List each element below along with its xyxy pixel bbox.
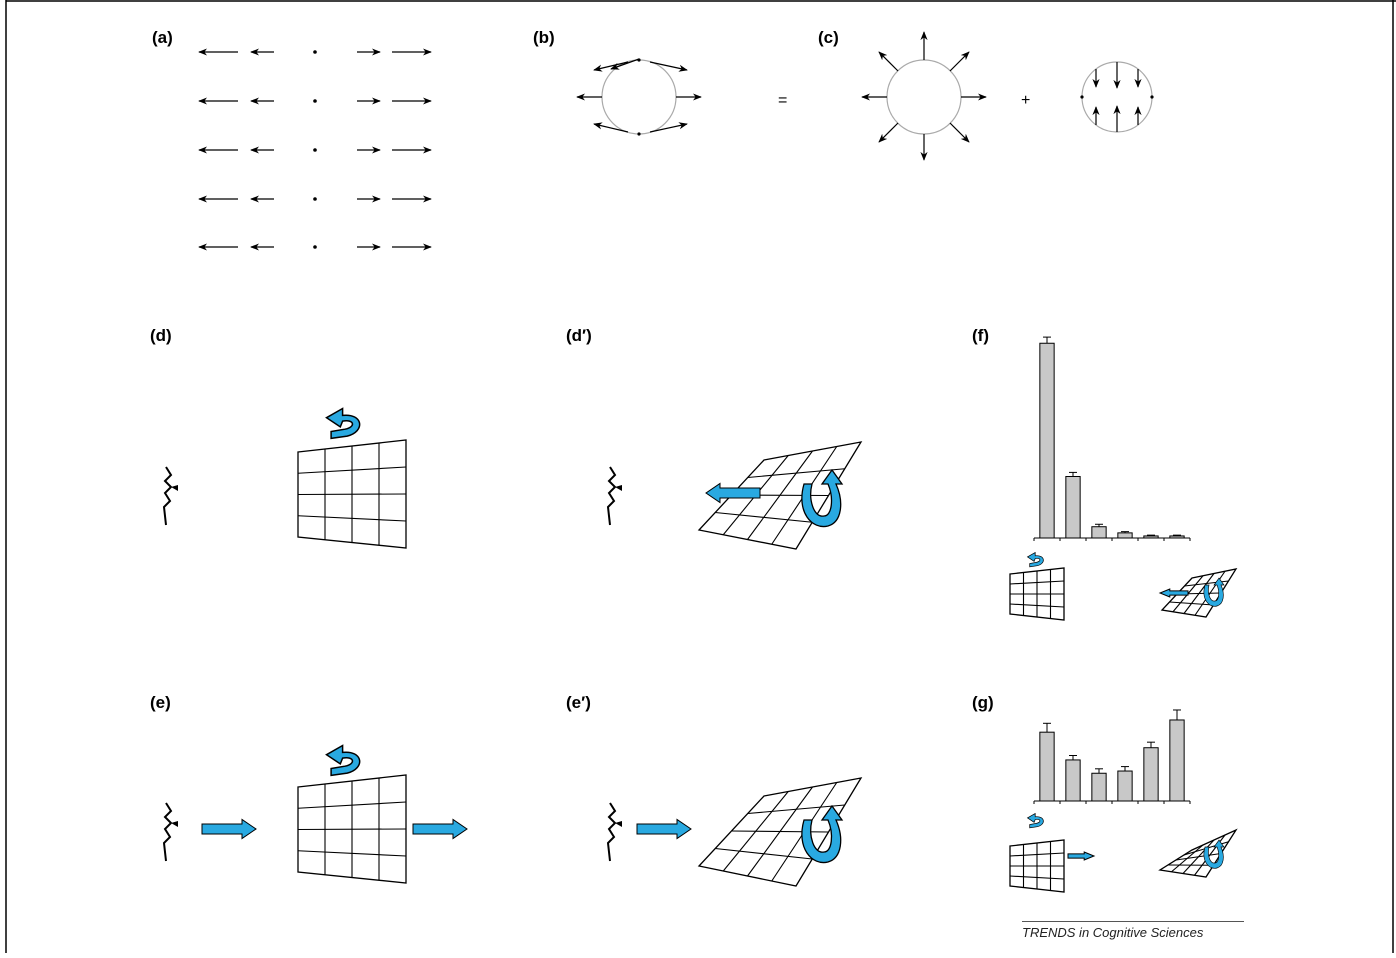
curved-rotation-arrow-icon xyxy=(1028,814,1044,828)
center-dot xyxy=(313,245,317,249)
grid-plane-icon xyxy=(1010,840,1064,892)
bar xyxy=(1144,748,1158,801)
bar xyxy=(1118,771,1132,801)
bar xyxy=(1144,536,1158,538)
curved-rotation-arrow-icon xyxy=(327,409,360,439)
center-dot xyxy=(313,197,317,201)
flow-circle-c-expansion xyxy=(862,32,986,160)
bar xyxy=(1170,720,1184,801)
center-dot xyxy=(313,50,317,54)
blue-block-arrow-icon xyxy=(637,820,691,839)
center-dot xyxy=(313,99,317,103)
grid-line xyxy=(298,829,406,830)
grid-plane-icon xyxy=(298,775,406,883)
rotation-arrow-shape xyxy=(327,409,360,439)
circle-c1 xyxy=(887,60,961,134)
panel-label-e: (e) xyxy=(150,693,171,713)
arrow-icon xyxy=(879,123,898,142)
bar xyxy=(1092,527,1106,538)
arrow-icon xyxy=(650,62,687,70)
panel-label-f: (f) xyxy=(972,326,989,346)
panel-label-g: (g) xyxy=(972,693,994,713)
arrow-icon xyxy=(594,124,628,132)
panel-label-b: (b) xyxy=(533,28,555,48)
curved-rotation-arrow-icon xyxy=(327,746,360,776)
panel-label-e-prime: (e′) xyxy=(566,693,591,713)
bar xyxy=(1170,536,1184,538)
blue-block-arrow-icon xyxy=(1068,852,1094,860)
panel-label-d: (d) xyxy=(150,326,172,346)
bar xyxy=(1092,773,1106,801)
bar xyxy=(1040,732,1054,801)
observer-face-icon xyxy=(608,467,622,525)
equals-sign: = xyxy=(778,92,787,110)
observer-face-icon xyxy=(164,467,178,525)
bar xyxy=(1066,760,1080,801)
flow-circle-b xyxy=(577,58,701,135)
blue-block-arrow-icon xyxy=(413,820,467,839)
arrow-icon xyxy=(879,52,898,71)
flow-circle-c-deformation xyxy=(1080,62,1153,132)
credit-rule xyxy=(1022,921,1244,922)
observer-face-icon xyxy=(164,803,178,861)
bar xyxy=(1118,533,1132,538)
grid-plane-icon xyxy=(298,440,406,548)
grid-plane-icon xyxy=(1010,568,1064,620)
bar xyxy=(1066,477,1080,539)
plus-sign: + xyxy=(1021,92,1030,110)
observer-face-icon xyxy=(608,803,622,861)
flow-field-a xyxy=(199,50,431,249)
panel-label-d-prime: (d′) xyxy=(566,326,592,346)
arrow-icon xyxy=(950,52,969,71)
bar xyxy=(1040,343,1054,538)
curved-rotation-arrow-icon xyxy=(1028,553,1044,567)
blue-block-arrow-icon xyxy=(202,820,256,839)
rotation-arrow-shape xyxy=(1028,814,1044,828)
circle-b xyxy=(602,60,676,134)
panel-label-c: (c) xyxy=(818,28,839,48)
rotation-arrow-shape xyxy=(1028,553,1044,567)
panel-label-a: (a) xyxy=(152,28,173,48)
arrow-icon xyxy=(650,124,687,132)
arrow-icon xyxy=(950,123,969,142)
center-dot xyxy=(313,148,317,152)
grid-plane-icon xyxy=(1160,830,1236,877)
credit-text: TRENDS in Cognitive Sciences xyxy=(1022,925,1203,940)
rotation-arrow-shape xyxy=(327,746,360,776)
bar-chart-f xyxy=(1034,337,1190,541)
bar-chart-g xyxy=(1034,710,1190,804)
grid-line xyxy=(298,494,406,495)
